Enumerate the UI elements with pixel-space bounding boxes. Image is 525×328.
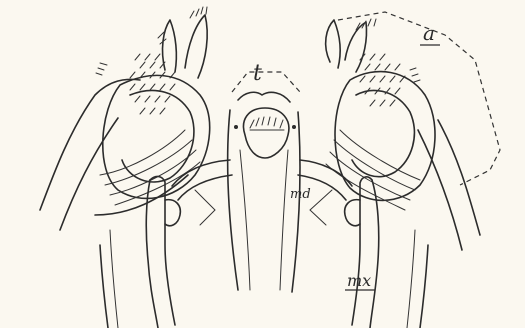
- left-inner-line: [110, 230, 118, 328]
- right-inner-line: [407, 230, 415, 328]
- right-outer-line: [420, 245, 428, 328]
- left-appendage: [40, 7, 210, 230]
- central-structure-t: [228, 72, 300, 292]
- left-outer-line: [100, 245, 108, 328]
- right-appendage: [326, 12, 500, 250]
- maxilla-left: [146, 176, 180, 328]
- label-mx: mx: [347, 271, 371, 290]
- label-t: t: [253, 61, 262, 86]
- label-a: a: [423, 21, 435, 45]
- label-md: md: [290, 187, 311, 202]
